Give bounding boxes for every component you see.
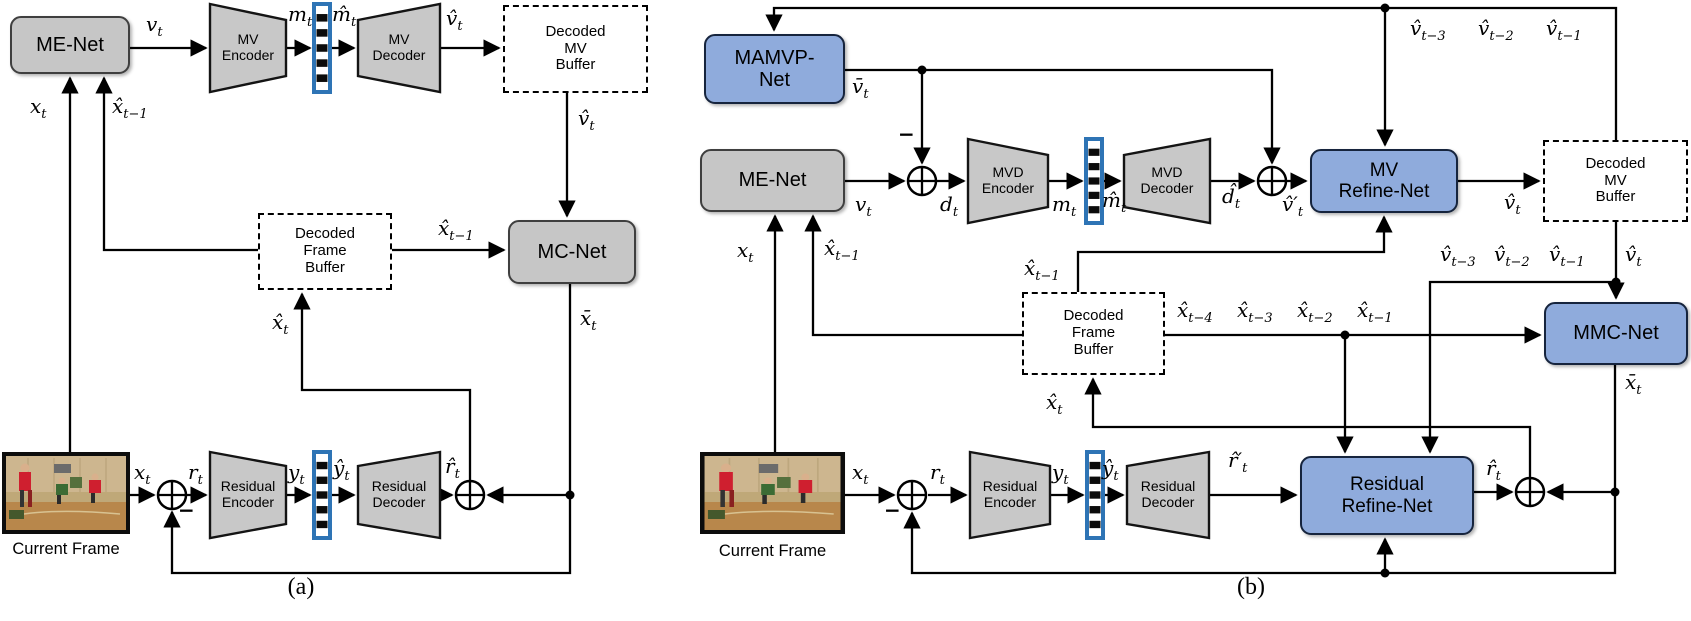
residual-decoder-shape [356,450,442,540]
quantizer-bar-mvd [1084,137,1104,225]
quantizer-bar-mv [312,2,332,94]
junction-dot [1611,277,1621,287]
panel-b-wires [699,3,1625,578]
mvd-encoder-shape [966,137,1050,225]
mvd-decoder-shape [1122,137,1212,225]
quantizer-bar-residual [1085,450,1105,540]
quantizer-bar-residual [312,450,332,540]
current-frame-caption-b: Current Frame [718,542,827,560]
junction-dot [1340,330,1350,340]
mv-decoder-shape [356,2,442,94]
add-node-residual [1514,476,1546,508]
junction-dot [565,490,575,500]
mv-encoder-shape [208,2,288,94]
residual-encoder-shape [968,450,1052,540]
residual-encoder-shape [208,450,288,540]
subtract-node-residual [896,479,928,511]
current-frame-caption-a: Current Frame [12,540,120,558]
junction-dot [1380,3,1390,13]
panel-a-caption: (a) [287,574,315,600]
panel-a-wires [1,2,576,575]
residual-decoder-shape [1125,450,1211,540]
junction-dot [1610,487,1620,497]
add-node-mv [1256,165,1288,197]
add-node [454,479,486,511]
subtract-node [156,479,188,511]
junction-dot [917,65,927,75]
junction-dot [1380,568,1390,578]
subtract-node-mv [906,165,938,197]
panel-b-caption: (b) [1237,574,1265,600]
